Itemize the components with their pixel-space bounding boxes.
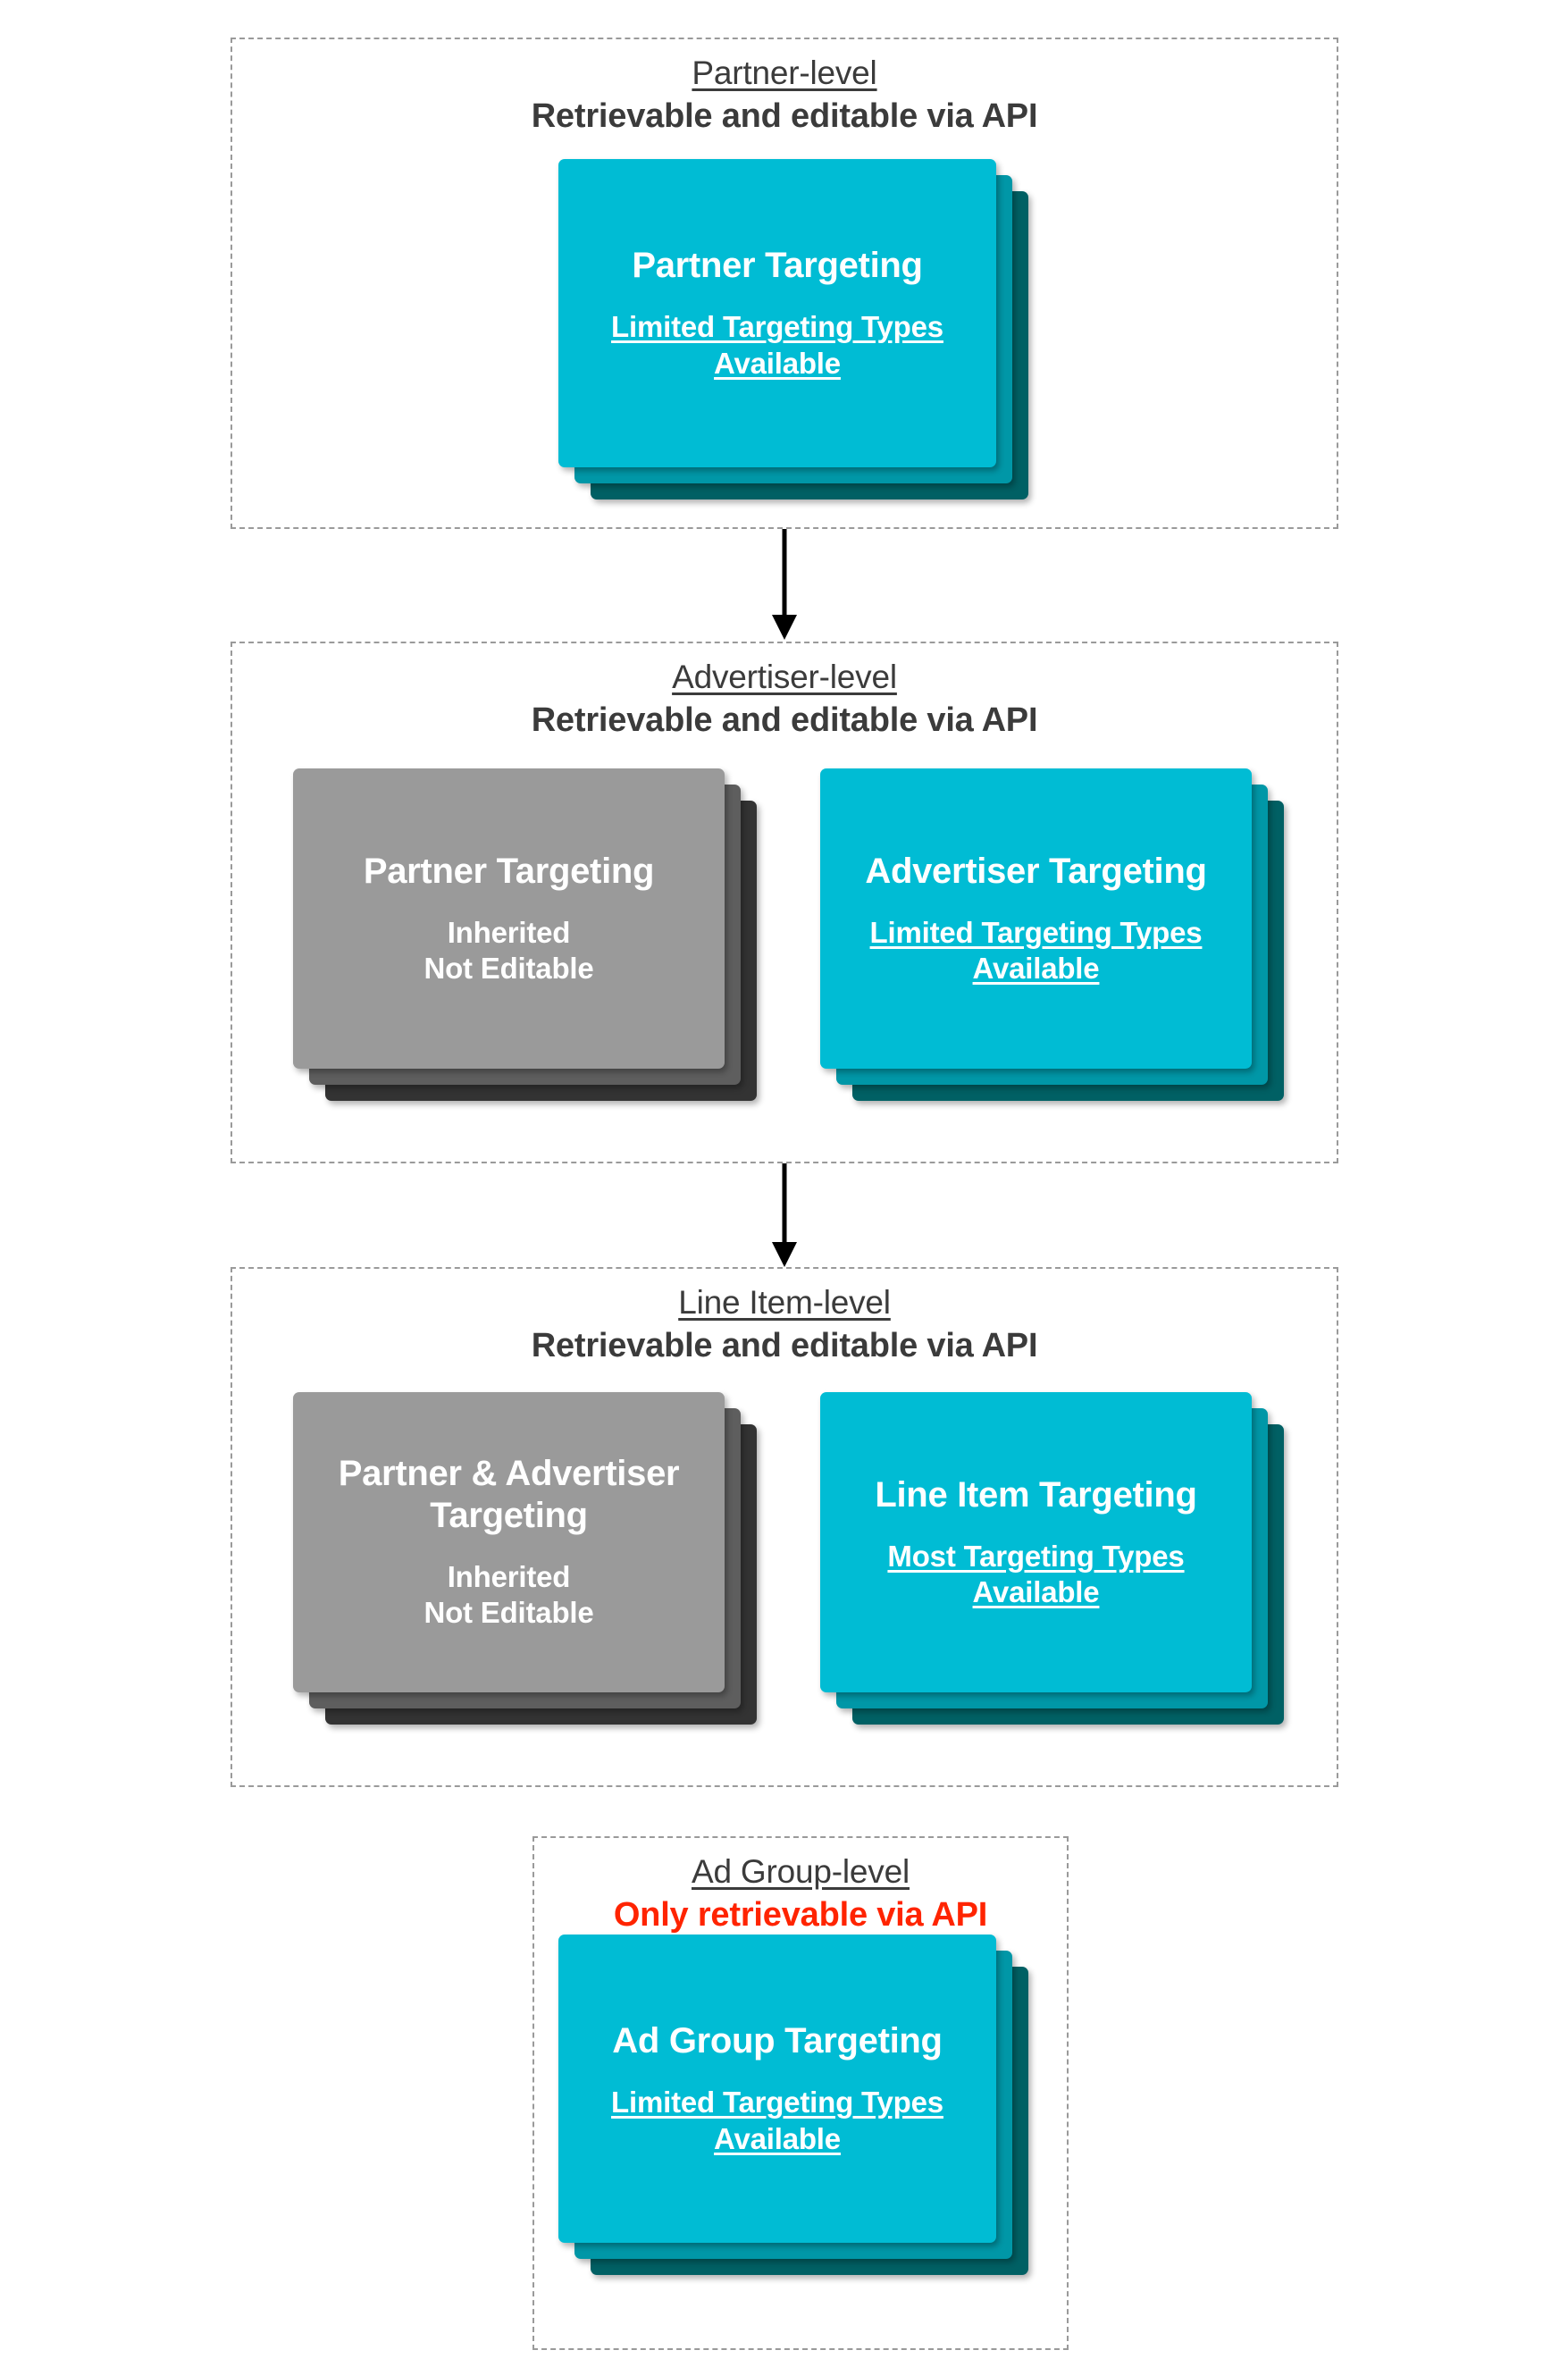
card-stack-inherited-partner-advertiser-targeting[interactable]: Partner & Advertiser Targeting Inherited… (293, 1392, 767, 1750)
arrow-down-icon (772, 1163, 797, 1267)
card-note: Limited Targeting Types Available (611, 2086, 943, 2155)
level-subtitle-ad-group: Only retrievable via API (613, 1895, 988, 1934)
connector-partner-to-advertiser (765, 529, 804, 642)
level-title-advertiser: Advertiser-level (672, 659, 897, 695)
level-title-line-item: Line Item-level (678, 1284, 891, 1321)
level-subtitle-line-item: Retrievable and editable via API (531, 1326, 1038, 1364)
level-title-partner: Partner-level (692, 55, 877, 91)
arrow-down-icon (772, 529, 797, 640)
card-front-line-item-targeting[interactable]: Line Item Targeting Most Targeting Types… (820, 1392, 1252, 1692)
card-stack-advertiser-targeting[interactable]: Advertiser Targeting Limited Targeting T… (820, 768, 1294, 1126)
card-stack-line-item-targeting[interactable]: Line Item Targeting Most Targeting Types… (820, 1392, 1294, 1750)
card-title: Partner & Advertiser Targeting (338, 1454, 680, 1535)
card-note: Most Targeting Types Available (887, 1539, 1185, 1609)
level-header-partner: Partner-level Retrievable and editable v… (232, 54, 1337, 136)
card-title: Advertiser Targeting (865, 851, 1207, 891)
card-front-inherited-partner-targeting[interactable]: Partner Targeting Inherited Not Editable (293, 768, 725, 1069)
card-stack-partner-targeting[interactable]: Partner Targeting Limited Targeting Type… (558, 159, 1032, 521)
card-title: Partner Targeting (363, 851, 655, 891)
card-title: Ad Group Targeting (612, 2021, 943, 2061)
card-note: Inherited Not Editable (423, 915, 594, 986)
card-front-inherited-partner-advertiser-targeting[interactable]: Partner & Advertiser Targeting Inherited… (293, 1392, 725, 1692)
level-subtitle-advertiser: Retrievable and editable via API (531, 701, 1038, 739)
card-note: Inherited Not Editable (423, 1560, 594, 1630)
level-subtitle-partner: Retrievable and editable via API (531, 97, 1038, 135)
card-note: Limited Targeting Types Available (869, 915, 1203, 986)
level-header-line-item: Line Item-level Retrievable and editable… (232, 1283, 1337, 1365)
card-stack-inherited-partner-targeting[interactable]: Partner Targeting Inherited Not Editable (293, 768, 767, 1126)
card-stack-ad-group-targeting[interactable]: Ad Group Targeting Limited Targeting Typ… (558, 1935, 1032, 2292)
level-title-ad-group: Ad Group-level (692, 1853, 910, 1890)
card-front-ad-group-targeting[interactable]: Ad Group Targeting Limited Targeting Typ… (558, 1935, 996, 2243)
card-front-advertiser-targeting[interactable]: Advertiser Targeting Limited Targeting T… (820, 768, 1252, 1069)
card-front-partner-targeting[interactable]: Partner Targeting Limited Targeting Type… (558, 159, 996, 467)
level-header-advertiser: Advertiser-level Retrievable and editabl… (232, 658, 1337, 740)
connector-advertiser-to-line-item (765, 1163, 804, 1269)
level-header-ad-group: Ad Group-level Only retrievable via API (534, 1852, 1067, 1935)
card-note: Limited Targeting Types Available (611, 310, 943, 380)
card-title: Partner Targeting (632, 246, 923, 286)
card-title: Line Item Targeting (875, 1474, 1197, 1515)
